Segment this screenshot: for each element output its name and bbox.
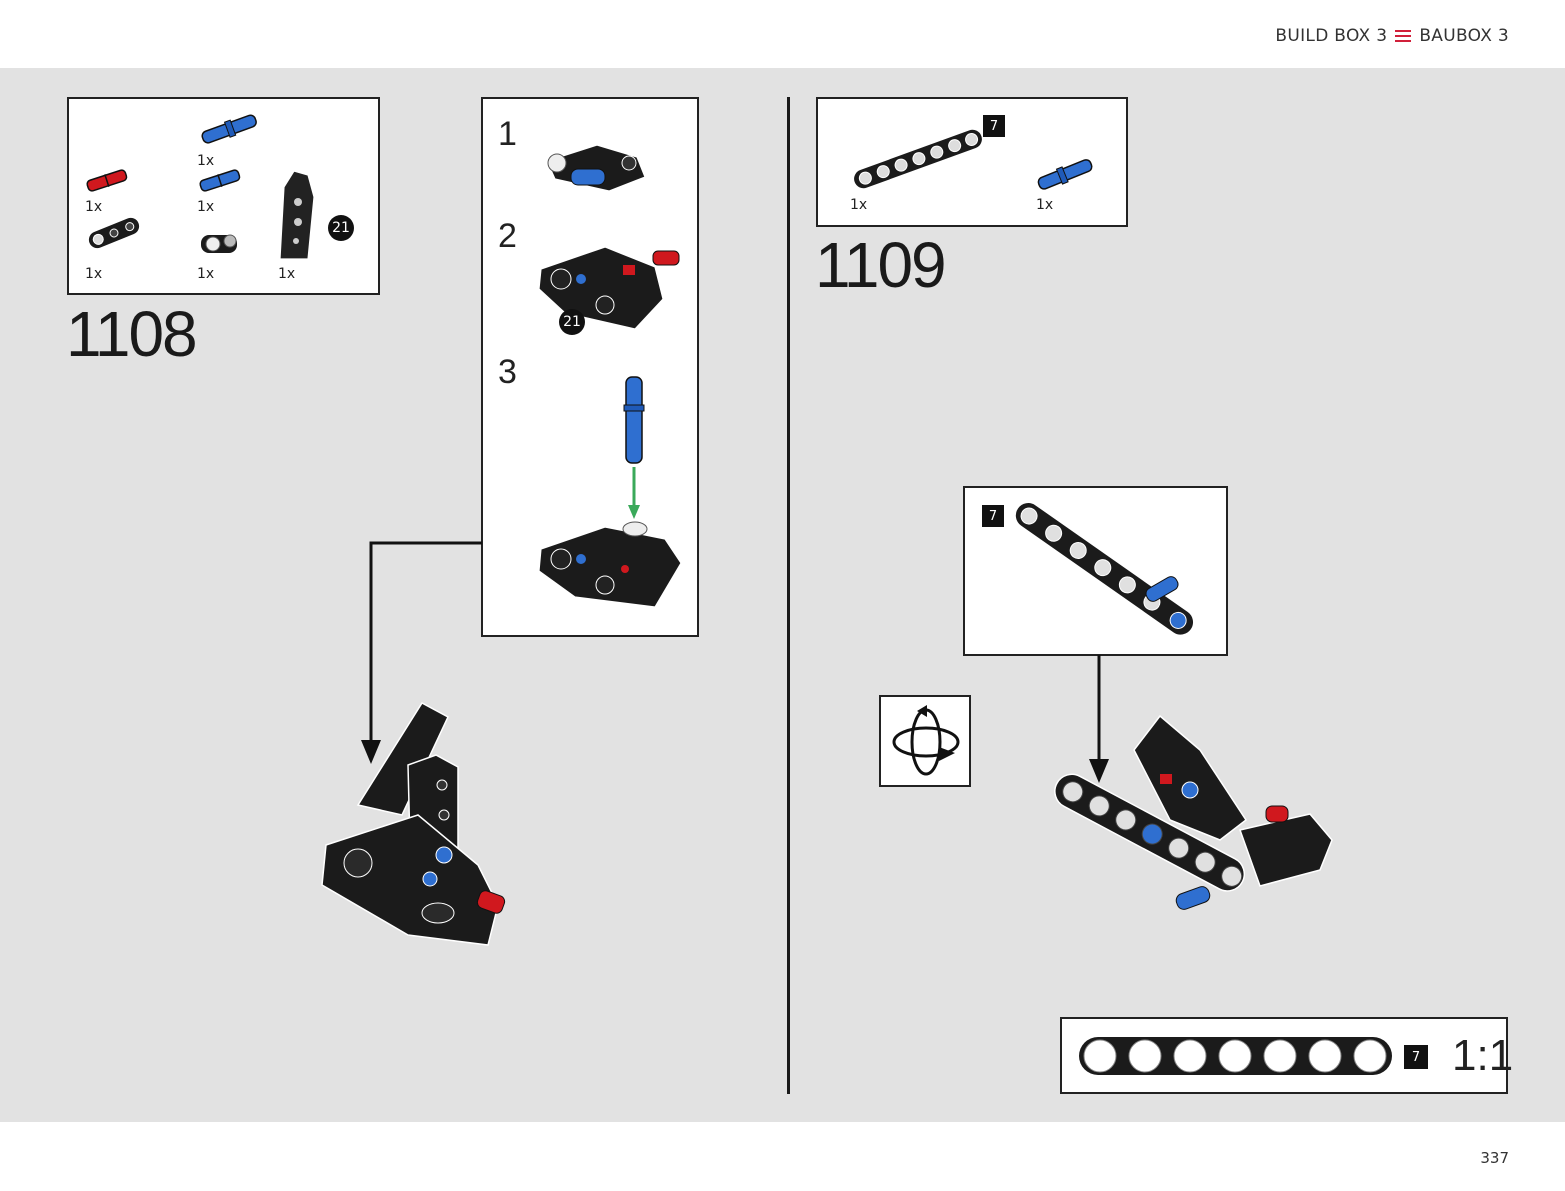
callout-beam-assembly: 7 xyxy=(963,486,1228,656)
substep-number: 2 xyxy=(498,217,517,255)
qty-label: 1x xyxy=(197,153,215,169)
page-header: BUILD BOX 3 BAUBOX 3 xyxy=(0,0,1565,68)
page-number: 337 xyxy=(1480,1149,1509,1167)
menu-lines-icon xyxy=(1395,30,1412,42)
scale-reference: 7 1:1 xyxy=(1060,1017,1513,1094)
beam-7-scale-icon xyxy=(1079,1037,1392,1075)
page-divider xyxy=(787,97,790,1094)
blue-pin-icon xyxy=(199,169,241,192)
beam-with-pin-icon xyxy=(1014,501,1195,636)
connector-arrow-icon xyxy=(361,541,482,764)
blue-axle-pin-icon xyxy=(201,114,257,144)
rotate-icon xyxy=(892,705,960,776)
qty-label: 1x xyxy=(1036,197,1054,213)
qty-label: 1x xyxy=(850,197,868,213)
substep-number: 3 xyxy=(498,353,517,391)
parts-list-1109: 7 1x 1x xyxy=(816,97,1128,227)
parts-list-1108: 1x 1x 1x 1x 1x 21 xyxy=(67,97,380,295)
connector-arrow-icon xyxy=(1089,655,1109,783)
subassembly-ref-badge: 21 xyxy=(559,309,585,335)
black-beam-3-icon xyxy=(87,216,141,250)
subassembly-21-icon xyxy=(279,170,315,260)
qty-label: 1x xyxy=(197,199,215,215)
qty-label: 1x xyxy=(85,266,103,282)
substep-1-assembly-icon xyxy=(546,144,646,192)
rotate-model-callout xyxy=(879,695,971,787)
subassembly-ref-badge: 21 xyxy=(328,215,354,241)
substep-2-assembly-icon xyxy=(538,246,680,330)
header-title-left: BUILD BOX 3 xyxy=(1275,26,1388,46)
model-1109-assembly-icon xyxy=(1054,714,1333,910)
white-connector-icon xyxy=(201,234,237,253)
black-beam-7-icon xyxy=(852,128,984,190)
beam-length-badge: 7 xyxy=(983,115,1005,137)
step-number-1109: 1109 xyxy=(815,229,947,301)
blue-pin-icon xyxy=(1037,159,1093,190)
substep-panel: 1 2 21 3 xyxy=(481,97,699,637)
qty-label: 1x xyxy=(197,266,215,282)
scale-ratio: 1:1 xyxy=(1452,1031,1514,1080)
model-1108-assembly-icon xyxy=(321,702,506,946)
red-pin-icon xyxy=(86,169,128,192)
step-number-1108: 1108 xyxy=(66,298,198,370)
substep-number: 1 xyxy=(498,115,517,153)
qty-label: 1x xyxy=(278,266,296,282)
header-title-right: BAUBOX 3 xyxy=(1419,26,1509,46)
beam-length-badge: 7 xyxy=(1404,1045,1428,1069)
blue-axle-pin-icon xyxy=(623,376,645,464)
substep-3-assembly-icon xyxy=(538,521,682,608)
beam-length-badge: 7 xyxy=(982,505,1004,527)
qty-label: 1x xyxy=(85,199,103,215)
green-arrow-icon xyxy=(628,467,640,519)
header-title: BUILD BOX 3 BAUBOX 3 xyxy=(1275,26,1509,46)
